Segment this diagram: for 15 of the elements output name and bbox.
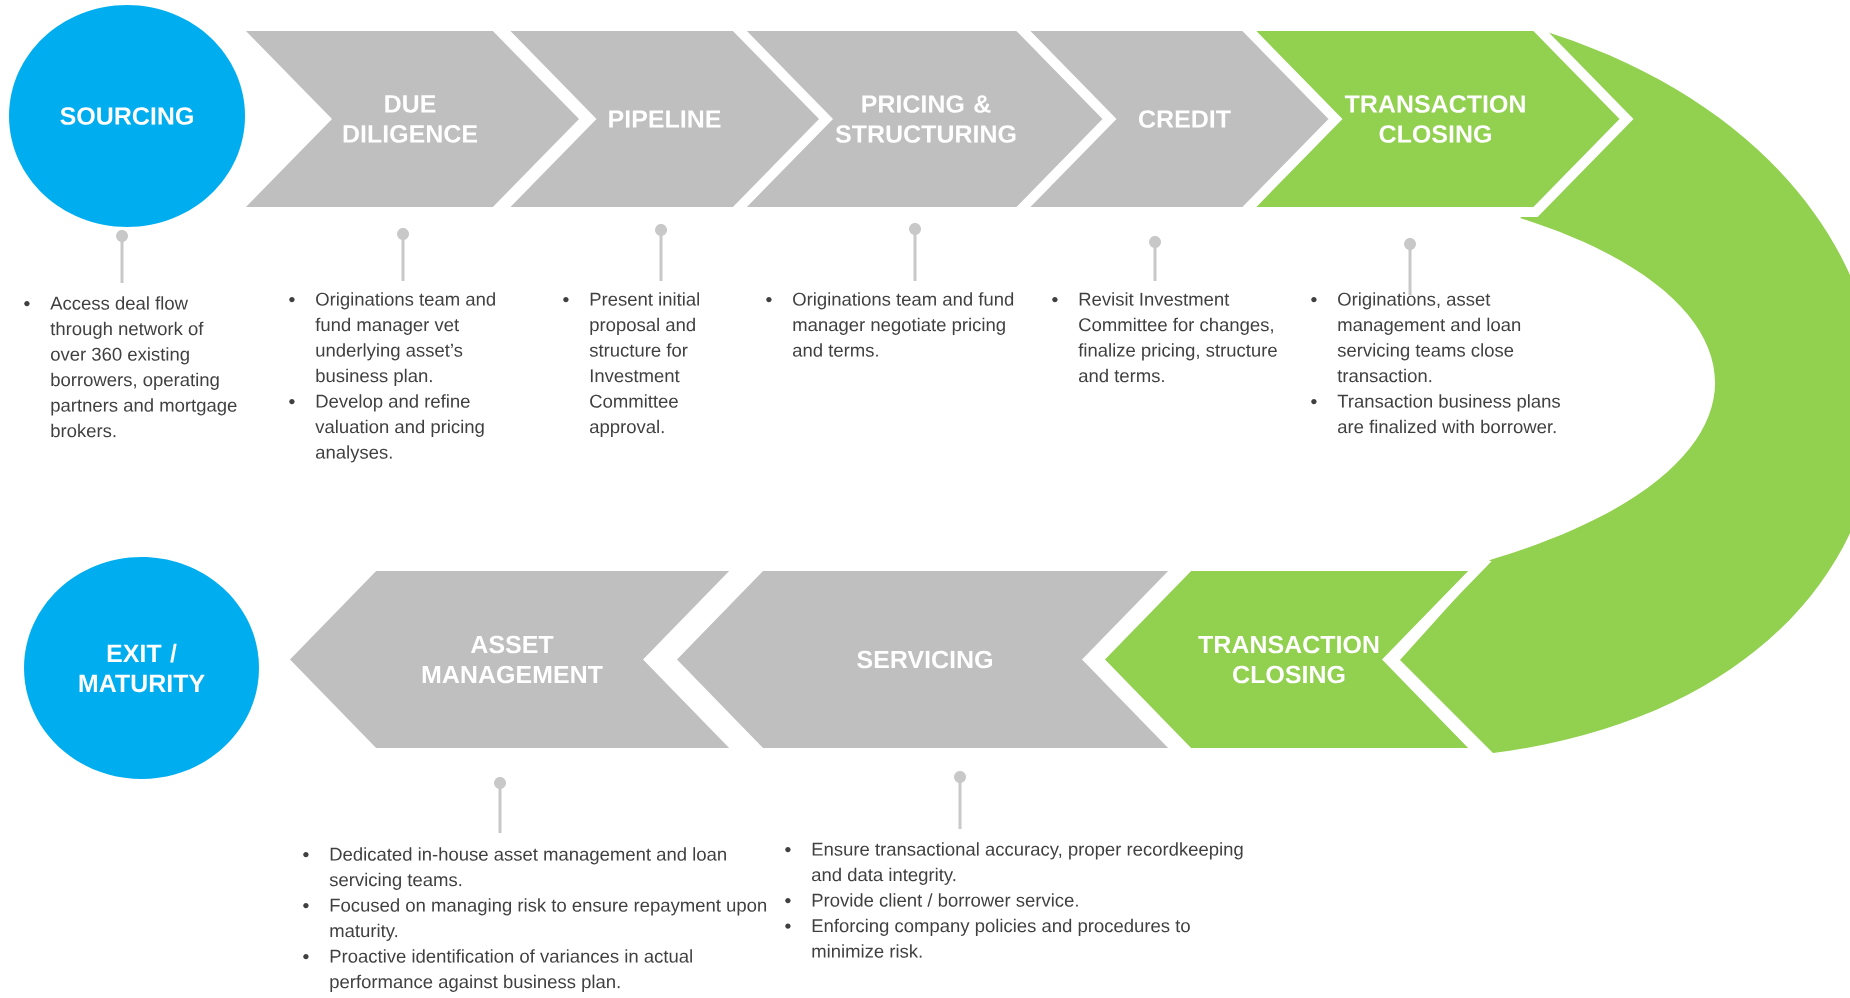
- bullet-text: Present initial proposal and structure for Investment Committee approval.: [589, 292, 699, 437]
- bullet-text: Proactive identification of variances in actual performance against business plan.: [330, 949, 692, 992]
- bullet-text: Focused on managing risk to ensure repayment upon maturity.: [330, 898, 766, 941]
- bullet-text: Originations team and fund manager vet underlying asset’s business plan.: [315, 292, 495, 386]
- bullet-text: Provide client / borrower service.: [812, 893, 1078, 907]
- bullet-text: Develop and refine valuation and pricing analyses.: [315, 394, 484, 463]
- bullet-text: Dedicated in-house asset management and loan servicing teams.: [329, 847, 726, 890]
- bullet-text: Transaction business plans are finalized with borrower.: [1337, 394, 1560, 434]
- bullet-text: Enforcing company policies and procedures to minimize risk.: [812, 918, 1190, 958]
- bullet-text: Access deal flow through network of over 360 existing borrowers, operating partners and mortgage brokers.: [50, 296, 237, 438]
- bullet-text: Ensure transactional accuracy, proper recordkeeping and data integrity.: [812, 842, 1243, 885]
- bullet-text: Originations, asset management and loan servicing teams close transaction.: [1337, 292, 1521, 383]
- process-step: TRANSACTION CLOSING: [1232, 21, 1634, 217]
- bullet-text: Revisit Investment Committee for changes, finalize pricing, structure and terms.: [1078, 292, 1277, 383]
- bullet-text: Originations team and fund manager negotiate pricing and terms.: [793, 292, 1014, 357]
